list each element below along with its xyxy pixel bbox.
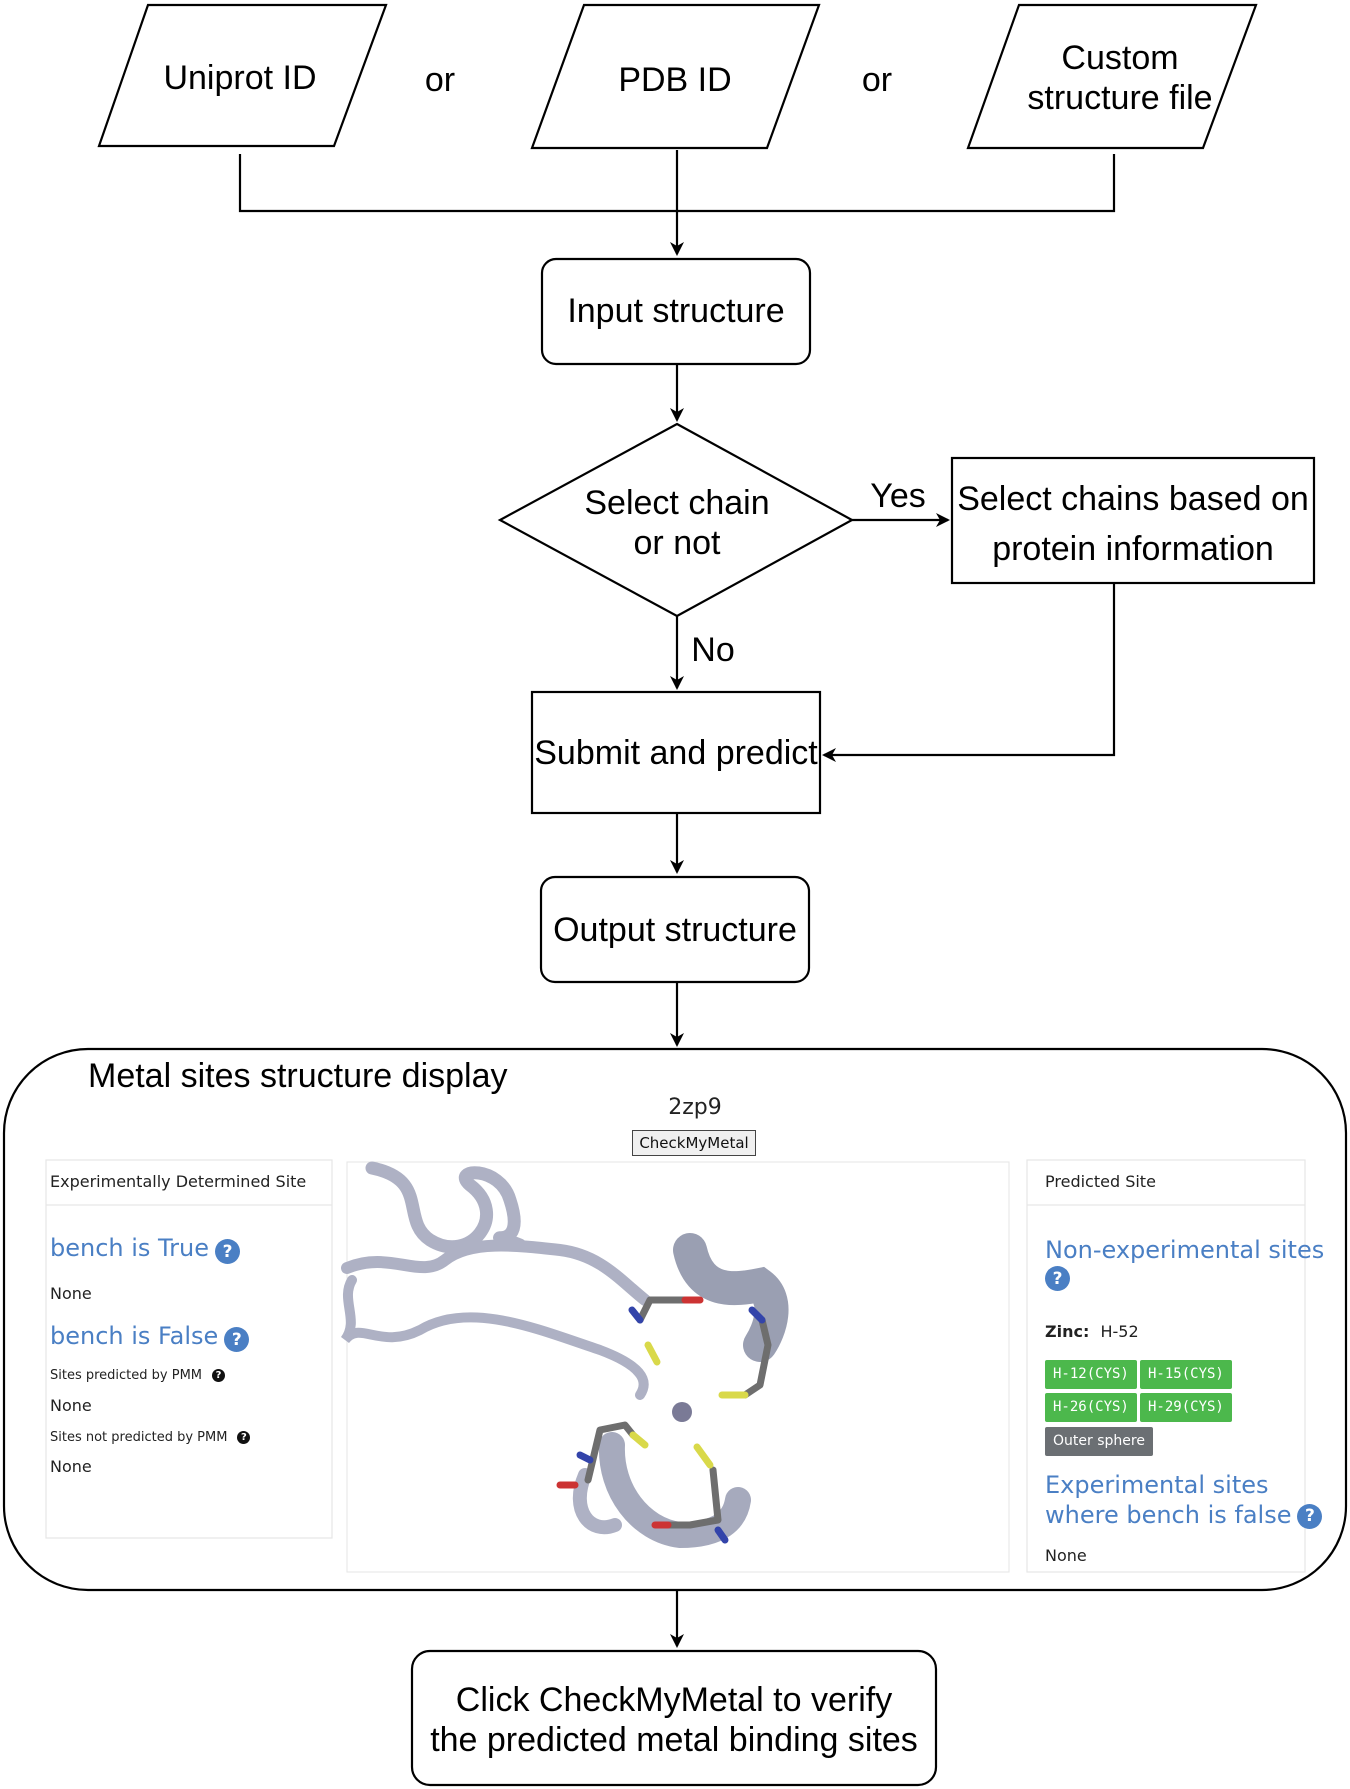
chains-to-submit-connector: [822, 583, 1116, 762]
zinc-value: H-52: [1100, 1322, 1139, 1341]
submit-predict-label: Submit and predict: [534, 734, 818, 772]
structure-viewer[interactable]: [340, 1161, 1010, 1573]
non-experimental-help: ?: [1039, 1266, 1070, 1291]
help-icon[interactable]: ?: [224, 1327, 250, 1353]
help-icon[interactable]: ?: [212, 1369, 226, 1382]
or-label-1: or: [424, 61, 456, 99]
residue-chip[interactable]: H-12(CYS): [1045, 1360, 1137, 1389]
help-icon[interactable]: ?: [237, 1431, 251, 1444]
no-label: No: [691, 631, 735, 669]
residue-chip[interactable]: H-29(CYS): [1140, 1393, 1232, 1422]
bench-true-value: None: [50, 1284, 92, 1303]
final-box: [410, 1649, 938, 1787]
ribbon-loop-top: [365, 1161, 527, 1254]
decision-label: Select chain or not: [584, 484, 770, 562]
pdb-id-label: PDB ID: [618, 61, 732, 99]
right-panel-frame: [1026, 1159, 1306, 1573]
cys-sidechain-1: [636, 1296, 689, 1324]
cys-sidechain-3-s: [629, 1431, 649, 1449]
bench-false-row: bench is False?: [50, 1322, 250, 1353]
display-title: Metal sites structure display: [88, 1057, 508, 1095]
ribbon-bottom-loop: [572, 1468, 622, 1534]
residue-chip[interactable]: H-15(CYS): [1140, 1360, 1232, 1389]
ribbon-strand-2: [340, 1275, 649, 1400]
select-chains-label: Select chains based on protein informati…: [957, 480, 1309, 568]
sites-predicted-value: None: [50, 1396, 92, 1415]
bench-true-row: bench is True?: [50, 1234, 241, 1265]
yes-label: Yes: [870, 477, 926, 515]
select-chains-box: [950, 456, 1316, 585]
bench-true-link[interactable]: bench is True: [50, 1234, 210, 1262]
custom-parallelogram: [966, 3, 1258, 150]
experimental-site-header: Experimentally Determined Site: [50, 1172, 307, 1191]
custom-structure-label: Custom structure file: [1027, 39, 1213, 117]
ribbon-strand-1: [341, 1239, 651, 1306]
input-structure-label: Input structure: [567, 292, 785, 330]
cys-sidechain-2: [741, 1316, 772, 1399]
experimental-sites-link[interactable]: Experimental sites where bench is false?: [1045, 1470, 1323, 1530]
final-instruction: Click CheckMyMetal to verify the predict…: [430, 1681, 918, 1759]
cys-sidechain-4: [661, 1466, 722, 1529]
zinc-row: Zinc: H-52: [1045, 1322, 1139, 1341]
nitrogen-2: [748, 1306, 766, 1324]
cys-sidechain-3: [584, 1421, 637, 1484]
help-icon[interactable]: ?: [1045, 1266, 1070, 1291]
or-label-2: or: [861, 61, 893, 99]
nitrogen-4: [714, 1526, 729, 1544]
sites-not-predicted-value: None: [50, 1457, 92, 1476]
non-experimental-link[interactable]: Non-experimental sites: [1045, 1236, 1325, 1264]
pdb-parallelogram: [530, 3, 821, 150]
sites-predicted-label: Sites predicted by PMM: [50, 1368, 203, 1383]
uniprot-parallelogram: [97, 3, 388, 148]
sites-predicted-row: Sites predicted by PMM?: [50, 1368, 226, 1383]
ribbon-helix-right: [673, 1233, 789, 1362]
output-structure-label: Output structure: [553, 911, 797, 949]
submit-box: [530, 690, 822, 815]
sites-not-predicted-label: Sites not predicted by PMM: [50, 1430, 228, 1445]
uniprot-id-label: Uniprot ID: [163, 59, 317, 97]
zinc-ion: [672, 1402, 692, 1422]
left-panel-frame: [45, 1159, 333, 1539]
experimental-sites-value: None: [1045, 1546, 1087, 1565]
help-icon[interactable]: ?: [1297, 1503, 1323, 1529]
cys-sidechain-4-s: [693, 1443, 714, 1469]
nitrogen-1: [628, 1306, 644, 1324]
bench-false-link[interactable]: bench is False: [50, 1322, 219, 1350]
zinc-label: Zinc:: [1045, 1322, 1090, 1341]
predicted-site-header: Predicted Site: [1045, 1172, 1156, 1191]
help-icon[interactable]: ?: [215, 1239, 241, 1265]
residue-chip[interactable]: H-26(CYS): [1045, 1393, 1137, 1422]
checkmymetal-button[interactable]: CheckMyMetal: [632, 1130, 756, 1156]
nitrogen-3: [576, 1451, 594, 1464]
ribbon-bottom: [598, 1432, 751, 1549]
cys-sidechain-1-s: [644, 1341, 661, 1366]
sites-not-predicted-row: Sites not predicted by PMM?: [50, 1430, 251, 1445]
outer-sphere-chip[interactable]: Outer sphere: [1045, 1427, 1153, 1456]
output-structure-box: [539, 875, 811, 984]
pdb-code: 2zp9: [668, 1095, 722, 1120]
